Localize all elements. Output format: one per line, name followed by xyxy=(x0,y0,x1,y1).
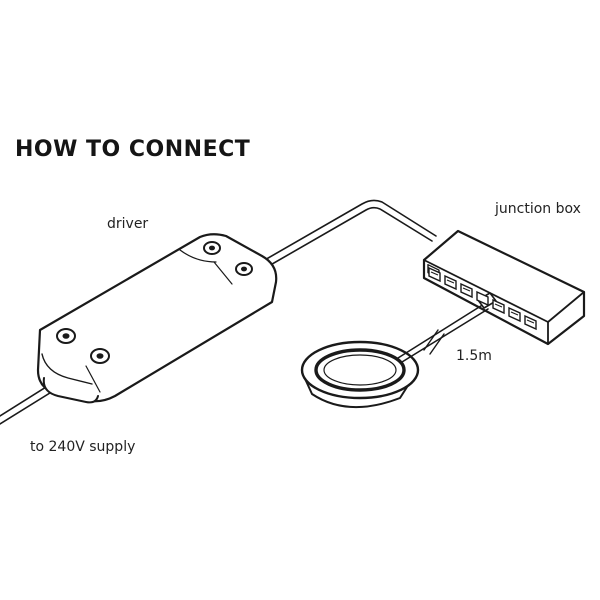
junction-box-label: junction box xyxy=(495,201,581,217)
driver-label: driver xyxy=(107,216,149,232)
terminal-screw-4 xyxy=(235,262,253,276)
port-4 xyxy=(476,290,489,307)
port-1 xyxy=(428,266,441,283)
downlight-lead xyxy=(397,303,489,363)
downlight xyxy=(300,340,420,408)
page-title: HOW TO CONNECT xyxy=(15,137,251,162)
port-7 xyxy=(524,314,537,331)
driver-to-junction-cable xyxy=(255,199,437,272)
terminal-screw-2 xyxy=(90,348,110,364)
cable-length-label: 1.5m xyxy=(456,348,492,364)
supply-label: to 240V supply xyxy=(30,439,136,455)
driver-box xyxy=(36,233,278,404)
port-2 xyxy=(444,274,457,291)
port-3 xyxy=(460,282,473,299)
terminal-screw-3 xyxy=(203,241,221,255)
junction-ports xyxy=(428,266,537,331)
port-6 xyxy=(508,306,521,323)
port-5 xyxy=(492,298,505,315)
terminal-screw-1 xyxy=(56,328,76,344)
